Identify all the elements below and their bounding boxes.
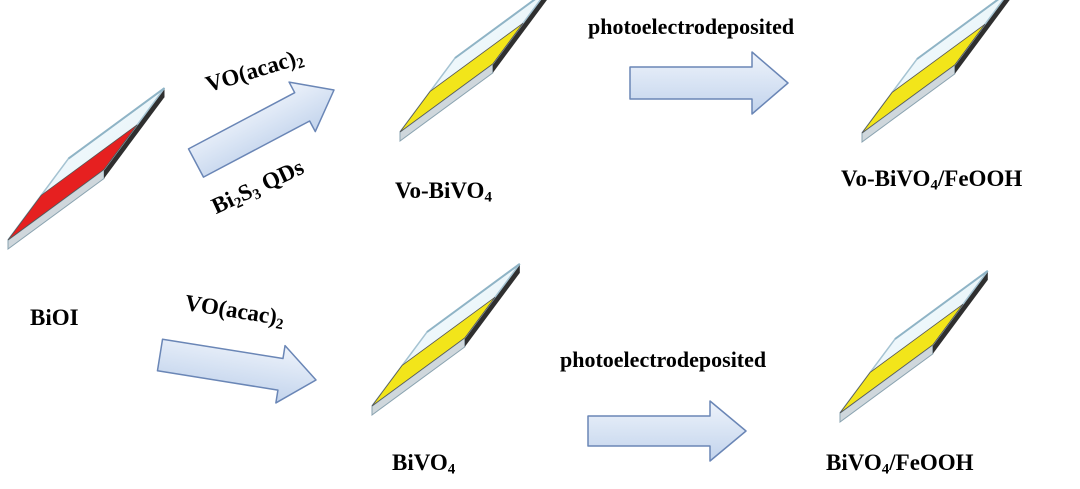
slide-side-edge (954, 0, 1010, 74)
arrows-layer (156, 51, 789, 462)
arrow-bivo4-to-bivo4-feooh (587, 400, 747, 462)
slide-vo-bivo4 (399, 0, 547, 142)
slide-film (371, 296, 496, 407)
slide-bivo4-feooh (839, 270, 989, 423)
caption-vo-bivo4-feooh: Vo-BiVO4/FeOOH (841, 167, 1022, 194)
slide-side-edge (492, 0, 547, 73)
arrow-body (629, 51, 789, 115)
slides-layer (7, 0, 1010, 423)
caption-vo-bivo4-feooh-main: Vo-BiVO (841, 166, 931, 191)
caption-bivo4-main: BiVO (392, 450, 448, 475)
slide-side-edge (932, 270, 988, 354)
slide-film (399, 22, 524, 133)
process-label-bottom: photoelectrodeposited (560, 347, 767, 372)
arrow-body (587, 400, 747, 462)
arrow-bioi-to-bivo4 (156, 338, 317, 404)
slide-film (861, 23, 986, 134)
slide-film (839, 303, 964, 414)
caption-bivo4-feooh-tail: /FeOOH (889, 450, 974, 475)
slide-film (7, 124, 138, 241)
slide-back-rim (454, 0, 536, 59)
slide-back-rim (426, 263, 521, 333)
caption-vo-bivo4-feooh-sub: 4 (930, 177, 938, 194)
arrow-body (187, 81, 335, 178)
slide-back-rim (894, 270, 989, 340)
arrow-body (156, 338, 317, 404)
arrow-bioi-to-vo-bivo4 (187, 81, 335, 178)
caption-vo-bivo4-sub: 4 (484, 189, 492, 206)
caption-vo-bivo4-feooh-tail: /FeOOH (937, 166, 1023, 191)
slide-vo-bivo4-feooh (861, 0, 1010, 143)
caption-bivo4-feooh: BiVO4/FeOOH (826, 451, 974, 478)
caption-vo-bivo4-main: Vo-BiVO (395, 178, 485, 203)
caption-bivo4-feooh-main: BiVO (826, 450, 882, 475)
slide-bivo4 (371, 263, 521, 416)
caption-bivo4-sub: 4 (447, 461, 456, 478)
slide-back-rim (67, 87, 166, 160)
caption-bivo4: BiVO4 (392, 451, 455, 478)
slide-side-edge (464, 263, 520, 347)
caption-vo-bivo4: Vo-BiVO4 (395, 179, 492, 206)
caption-bivo4-feooh-sub: 4 (881, 461, 890, 478)
caption-bioi: BiOI (30, 305, 79, 330)
process-label-top: photoelectrodeposited (588, 14, 795, 39)
slide-bioi (7, 87, 166, 250)
slide-back-rim (916, 0, 1000, 60)
slide-side-edge (104, 88, 165, 179)
arrow-vo-bivo4-to-vo-bivo4-feooh (629, 51, 789, 115)
